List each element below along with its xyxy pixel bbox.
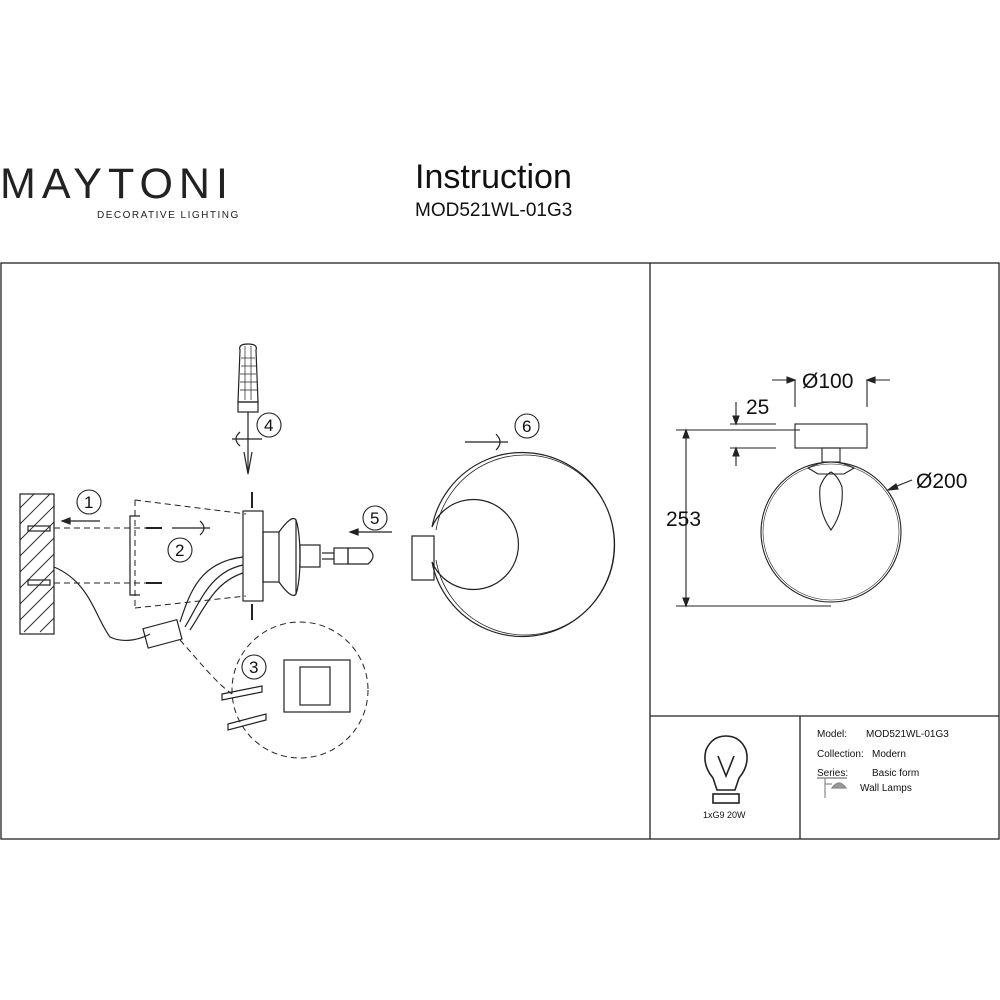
- dimension-drawing: [676, 376, 913, 608]
- spec-model-label: Model:: [817, 729, 847, 740]
- dim-canopy-diameter: Ø100: [802, 370, 853, 393]
- spec-collection-label: Collection:: [817, 749, 864, 760]
- dim-height: 253: [666, 508, 701, 531]
- wall-lamp-icon: [824, 778, 848, 798]
- spec-series-label: Series:: [817, 768, 848, 779]
- canopy-base: [242, 510, 264, 602]
- step-1: 1: [84, 493, 93, 512]
- rotate-arrow-4: [232, 431, 262, 447]
- g9-bulb: [322, 547, 374, 565]
- spec-model-value: MOD521WL-01G3: [866, 729, 949, 740]
- terminal-block: [142, 618, 183, 649]
- mounting-bracket: [129, 515, 140, 596]
- wall-hatched: [19, 493, 55, 635]
- bulb-spec: 1xG9 20W: [703, 810, 746, 820]
- step-3: 3: [249, 658, 258, 677]
- light-bulb-icon: [704, 735, 748, 804]
- spec-type-value: Wall Lamps: [860, 783, 912, 794]
- canopy: [794, 423, 868, 449]
- brand-logo: MAYTONI: [0, 160, 234, 208]
- terminal-block-detail: [221, 659, 351, 731]
- brand-subtitle: DECORATIVE LIGHTING: [97, 210, 240, 221]
- model-number: MOD521WL-01G3: [415, 200, 573, 221]
- assembly-diagram: [19, 343, 616, 759]
- shade-outline: [760, 461, 902, 603]
- frame-border: [0, 262, 1000, 840]
- rotate-arrow-2: [172, 520, 210, 536]
- step-4: 4: [264, 416, 273, 435]
- step-6: 6: [522, 417, 531, 436]
- instruction-frame: 1 2 3 4 5 6 Ø100 25 253 Ø200: [0, 262, 1000, 840]
- bulb-outline: [819, 471, 843, 531]
- screwdriver: [237, 343, 259, 475]
- step-2: 2: [175, 541, 184, 560]
- spec-series-value: Basic form: [872, 768, 919, 779]
- rotate-arrow-6: [465, 433, 508, 451]
- step-markers: [76, 412, 540, 680]
- glass-shade: [411, 451, 616, 638]
- step-5: 5: [370, 509, 379, 528]
- dim-canopy-depth: 25: [746, 396, 769, 419]
- dim-shade-diameter: Ø200: [916, 470, 967, 493]
- spec-collection-value: Modern: [872, 749, 906, 760]
- page-title: Instruction: [415, 158, 572, 196]
